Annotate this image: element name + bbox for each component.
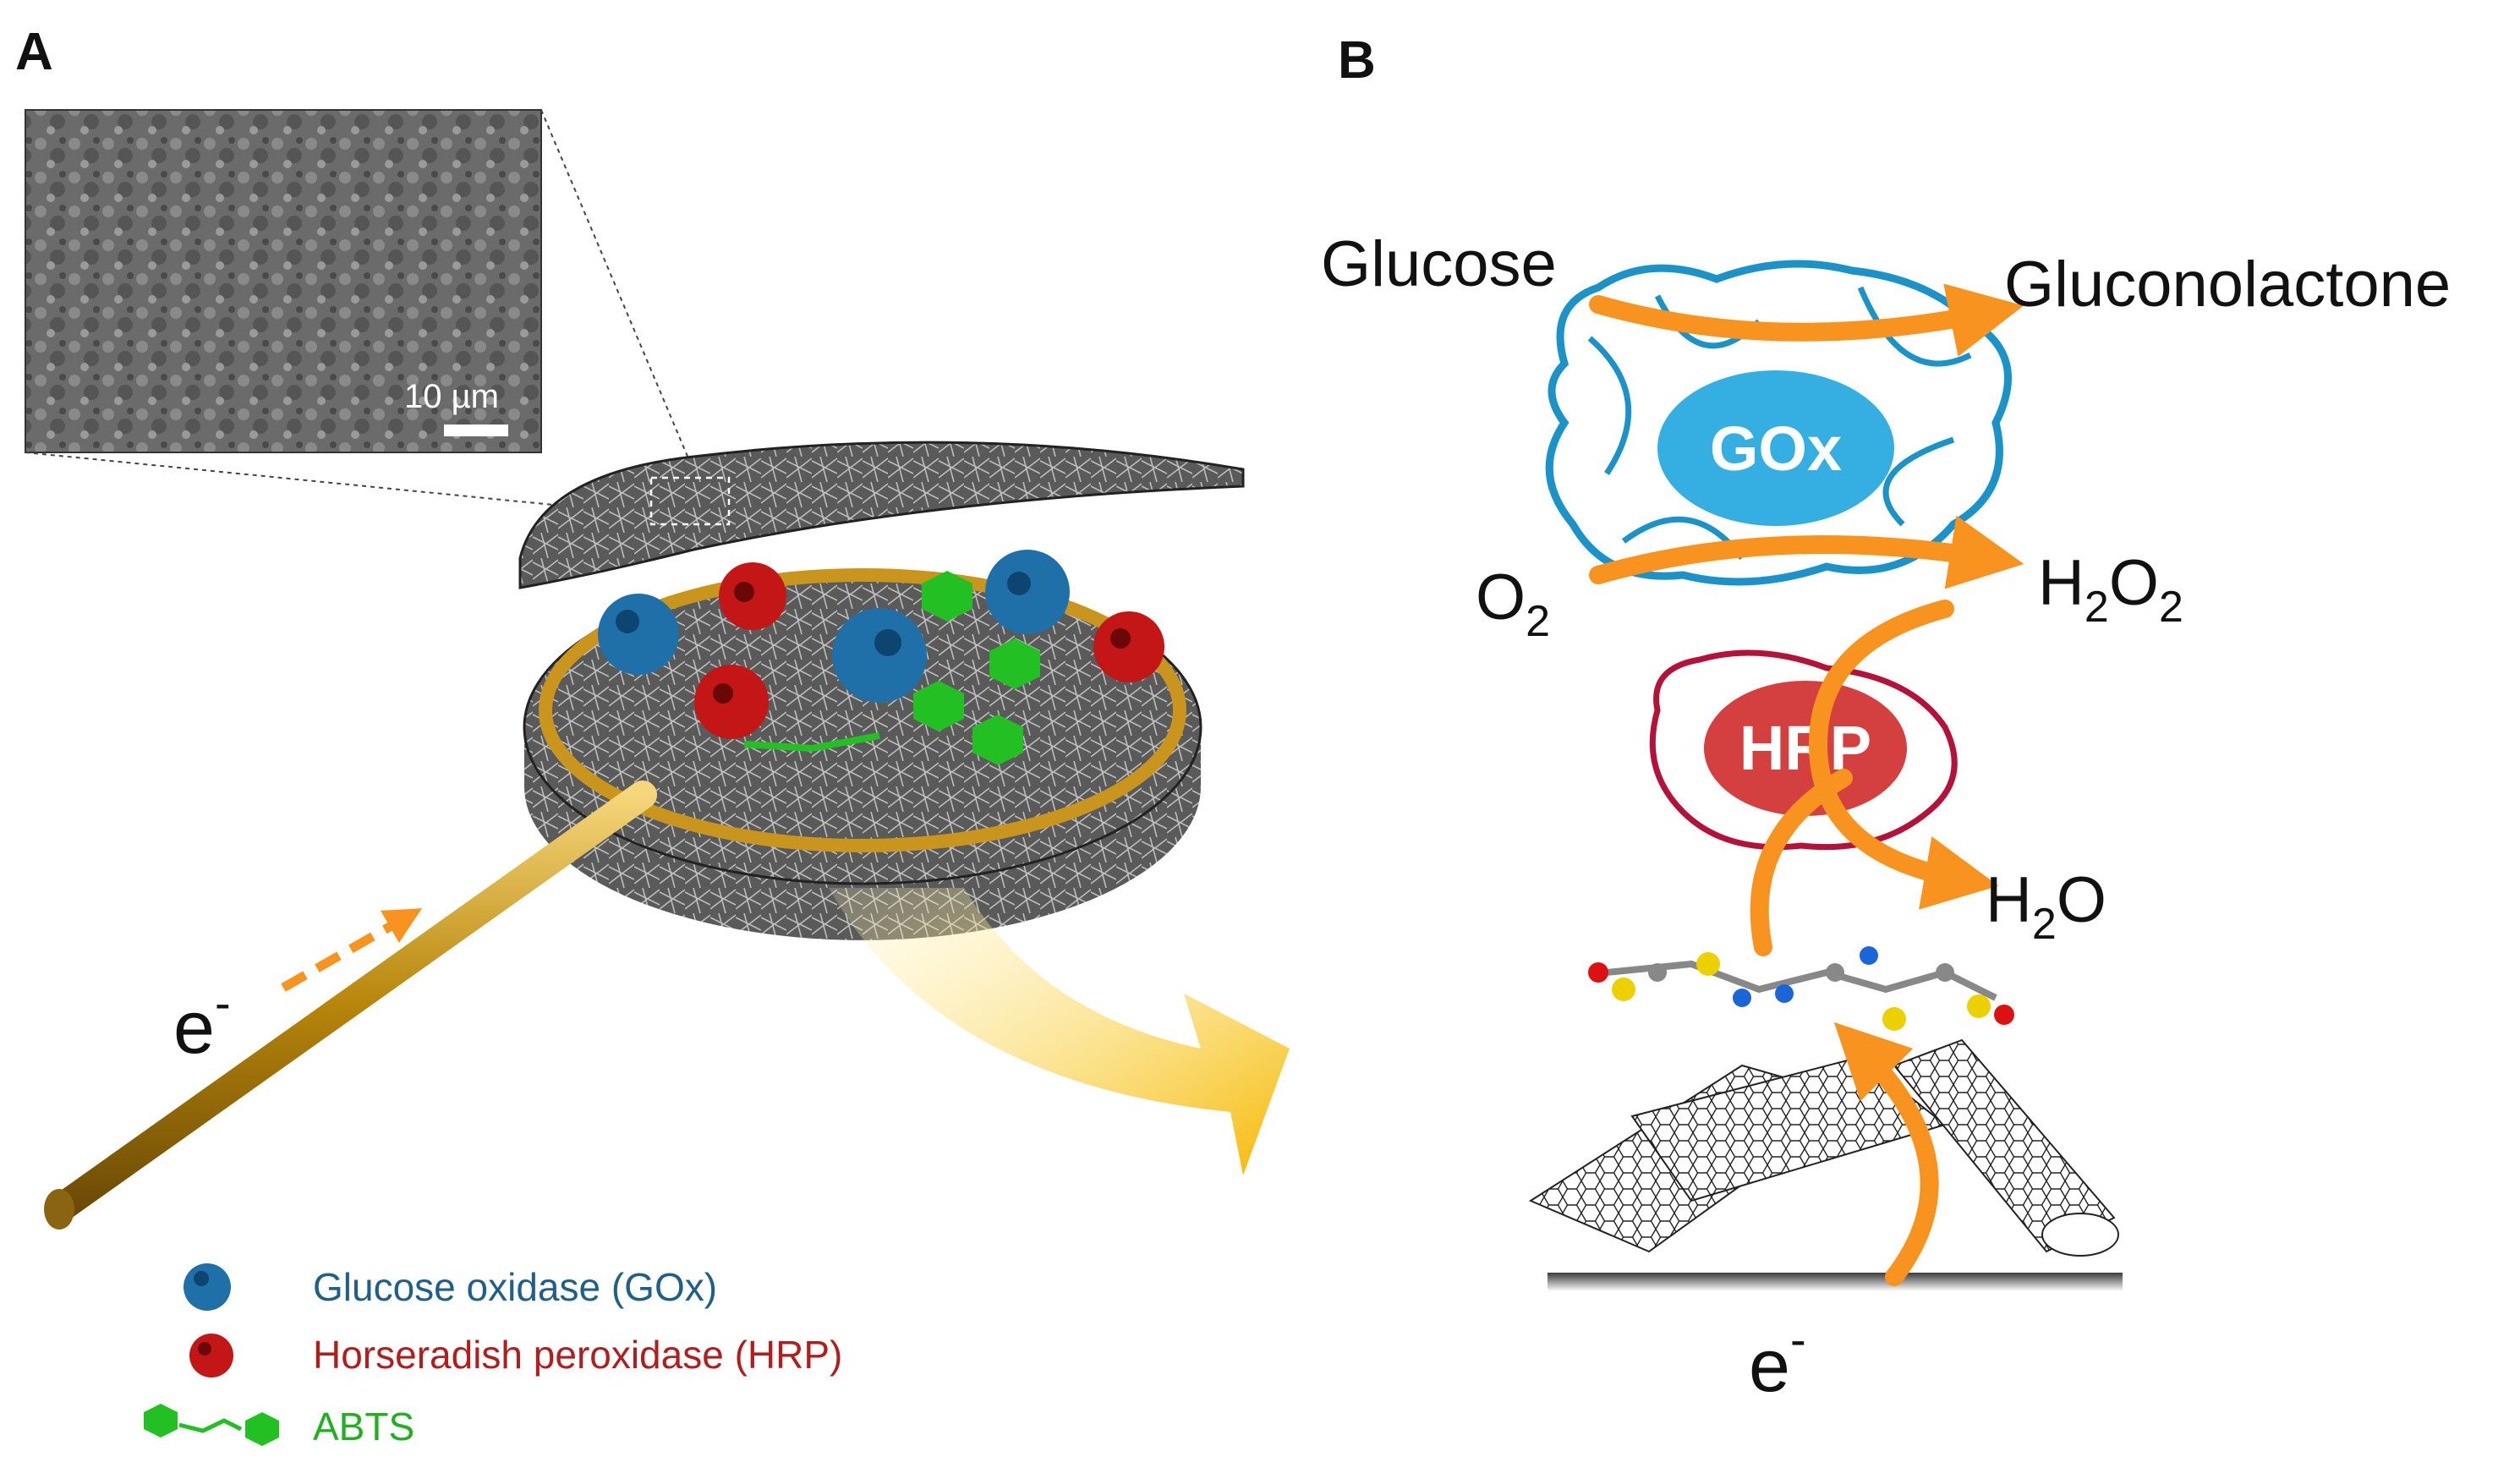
- electrode-top-lid: [518, 441, 1245, 589]
- carbon-nanotubes: [1528, 1038, 2119, 1257]
- sem-inset-image: 10 µm: [25, 109, 542, 453]
- gold-wire: [44, 781, 657, 1230]
- glucose-oxidase-molecule: [985, 550, 1070, 634]
- legend: Glucose oxidase (GOx) Horseradish peroxi…: [144, 1263, 842, 1449]
- scale-bar: [444, 425, 508, 436]
- glucose-label: Glucose: [1321, 228, 1557, 300]
- panel-a-letter: A: [15, 23, 53, 81]
- abts-ball-stick-model: [1588, 946, 2014, 1031]
- abts-molecule: [743, 571, 1040, 765]
- h2o2-label: H2O2: [2038, 547, 2183, 632]
- gox-protein: GOx: [1545, 260, 2012, 586]
- scale-bar-label: 10 µm: [404, 378, 499, 415]
- legend-label-hrp: Horseradish peroxidase (HRP): [313, 1333, 842, 1377]
- h2o-label: H2O: [1986, 864, 2106, 949]
- legend-label-abts: ABTS: [313, 1405, 414, 1449]
- horseradish-peroxidase-molecule: [1093, 611, 1164, 682]
- horseradish-peroxidase-molecule: [719, 562, 786, 630]
- electron-flow-arrow: [281, 908, 423, 992]
- electrode-lower-disk: [523, 568, 1202, 940]
- light-emission-arrow: [829, 888, 1290, 1175]
- gox-label: GOx: [1710, 414, 1842, 484]
- electron-transfer-arrow: [1833, 1022, 1939, 1286]
- hrp-label: HRP: [1739, 713, 1871, 783]
- electron-label-b: e-: [1749, 1312, 1806, 1407]
- horseradish-peroxidase-icon: [189, 1334, 233, 1378]
- glucose-oxidase-icon: [184, 1263, 231, 1311]
- legend-label-gox: Glucose oxidase (GOx): [313, 1265, 717, 1309]
- reaction-arrows: [1589, 283, 2024, 956]
- hrp-protein: HRP: [1649, 649, 1958, 851]
- electrode-surface: [1548, 1273, 2123, 1291]
- panel-b-letter: B: [1338, 31, 1376, 90]
- glucose-oxidase-molecule: [598, 594, 679, 675]
- abts-molecule-icon: [144, 1404, 279, 1446]
- gluconolactone-label: Gluconolactone: [2004, 249, 2451, 320]
- horseradish-peroxidase-molecule: [694, 665, 769, 739]
- electron-label-a: e-: [173, 976, 231, 1069]
- o2-label: O2: [1476, 561, 1550, 646]
- glucose-oxidase-molecule: [832, 608, 927, 703]
- zoom-region-box: [649, 476, 731, 526]
- zoom-guide-lines: [25, 109, 698, 515]
